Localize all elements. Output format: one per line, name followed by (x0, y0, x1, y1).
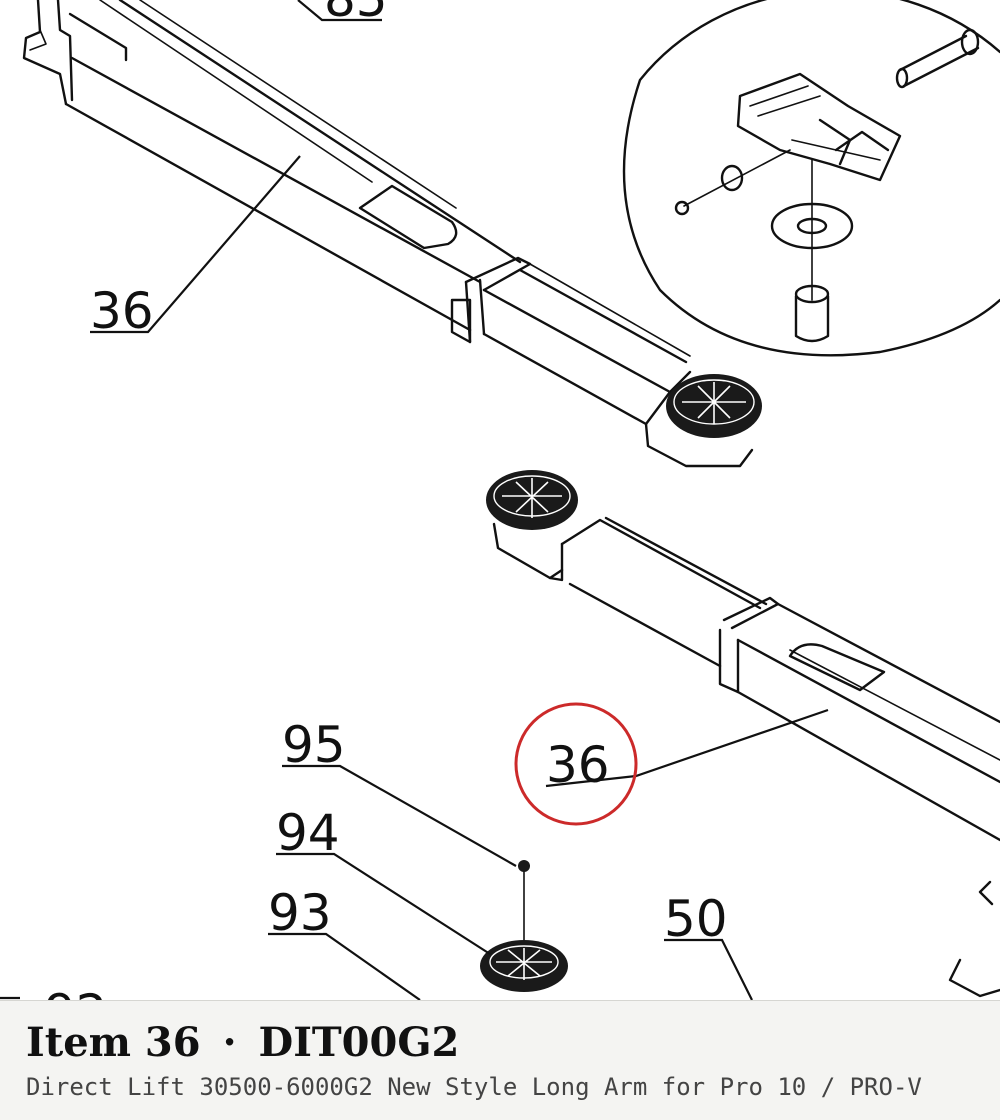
callout-95: 95 (282, 716, 346, 774)
detail-view-circle (622, 0, 1000, 357)
callout-36-lower: 36 (546, 736, 610, 794)
leader-lines (0, 0, 829, 1000)
part-number: DIT00G2 (258, 1019, 460, 1066)
title-separator: · (222, 1019, 237, 1066)
caption-title: Item 36 · DIT00G2 (26, 1019, 459, 1066)
caption-bar: Item 36 · DIT00G2 Direct Lift 30500-6000G2… (0, 1000, 1000, 1120)
parts-diagram: 85 36 36 95 94 93 50 92 (0, 0, 1000, 1000)
exploded-view-drawing: 85 36 36 95 94 93 50 92 (0, 0, 1000, 1000)
upper-long-arm (22, 0, 762, 468)
callout-92: 92 (44, 984, 108, 1000)
highlight-ring (514, 702, 638, 826)
item-label: Item 36 (26, 1019, 201, 1066)
callout-36-upper: 36 (90, 282, 154, 340)
callout-93: 93 (268, 884, 332, 942)
callout-85: 85 (324, 0, 388, 28)
pad-assembly (480, 860, 568, 992)
callout-50: 50 (664, 890, 728, 948)
lower-long-arm (486, 470, 1000, 998)
part-description: Direct Lift 30500-6000G2 New Style Long … (26, 1073, 922, 1101)
callout-94: 94 (276, 804, 340, 862)
